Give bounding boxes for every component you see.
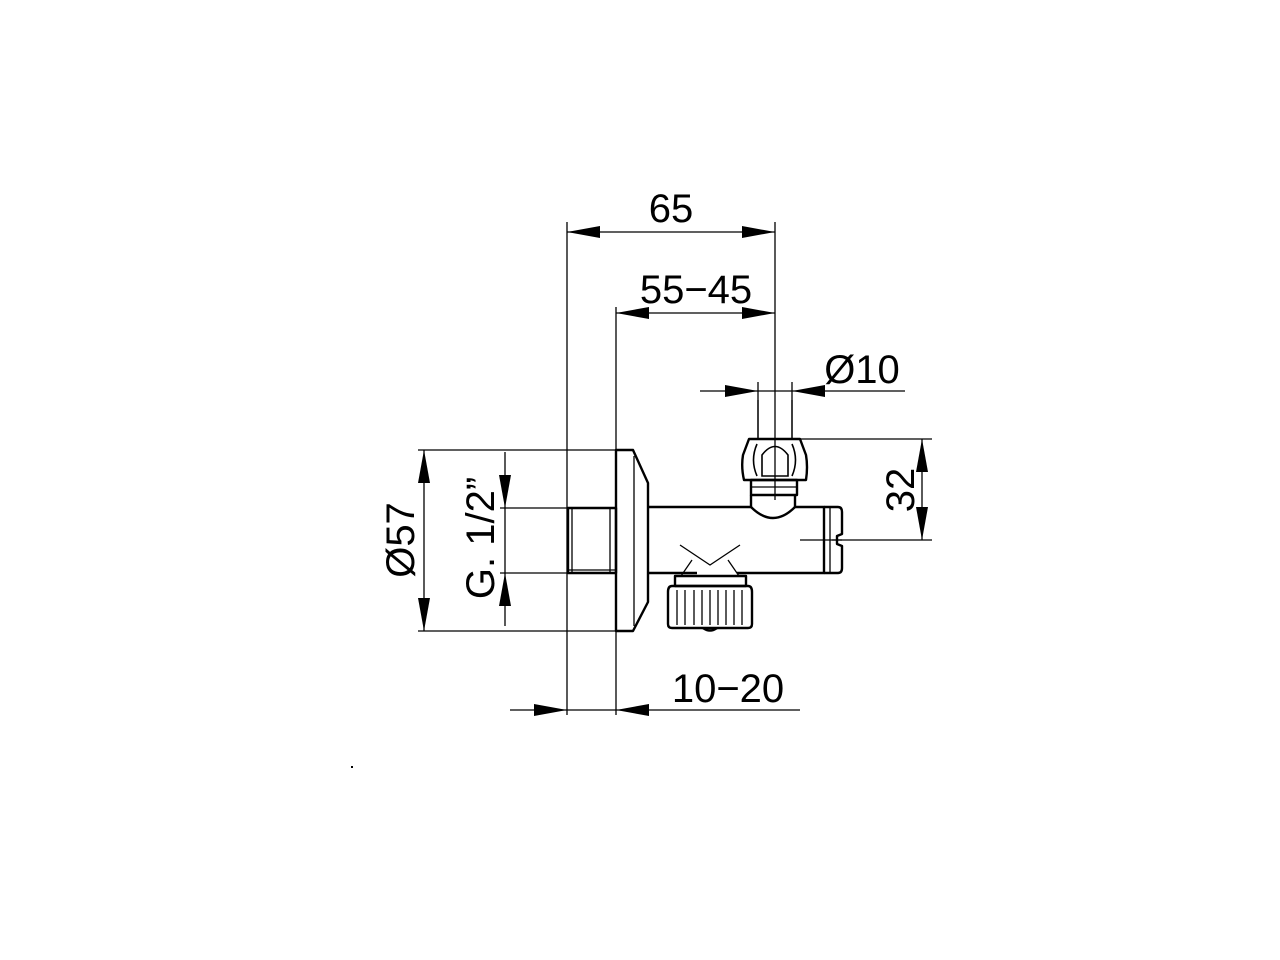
wall-rosette — [614, 448, 650, 633]
dimension-10-20: 10−20 — [510, 667, 800, 716]
dimension-label-55-45: 55−45 — [640, 268, 752, 312]
valve-body — [648, 495, 844, 575]
dimension-thread: G. 1/2” — [459, 452, 570, 626]
dimension-label-32: 32 — [879, 468, 923, 513]
dimension-label-65: 65 — [649, 187, 694, 231]
dimension-d57: Ø57 — [379, 449, 618, 632]
dimension-label-10-20: 10−20 — [672, 667, 784, 711]
dimension-label-thread: G. 1/2” — [459, 477, 503, 599]
dimension-65: 65 — [566, 187, 776, 715]
dimension-label-d10: Ø10 — [824, 348, 900, 392]
dimension-32: 32 — [795, 438, 932, 541]
handwheel — [666, 574, 754, 632]
compression-nut — [741, 392, 809, 500]
threaded-inlet — [566, 506, 618, 575]
stray-dot — [351, 766, 353, 768]
valve-stem — [679, 544, 741, 577]
dimension-d10: Ø10 — [700, 348, 905, 440]
dimension-label-d57: Ø57 — [379, 502, 423, 578]
dimension-55-45: 55−45 — [615, 268, 775, 715]
